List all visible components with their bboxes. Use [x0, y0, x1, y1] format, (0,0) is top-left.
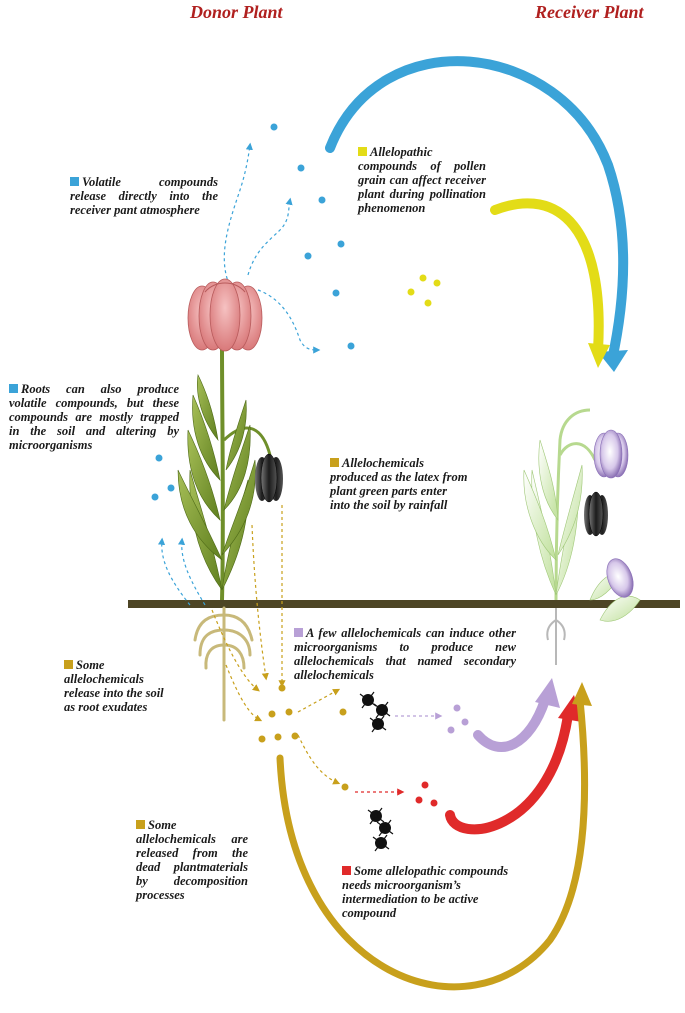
microorganisms [359, 691, 394, 852]
receiver-plant-header: Receiver Plant [535, 2, 644, 22]
note-bullet [358, 147, 367, 156]
pollen-transfer-arrow [490, 198, 604, 355]
volatile-transfer-arrow [325, 56, 629, 365]
note-bullet [136, 820, 145, 829]
volatile-dashed-arrows [223, 142, 321, 354]
note-bullet [70, 177, 79, 186]
receiver-plant [523, 408, 641, 665]
note-secondary-allelochemicals: A few allelochemicals can induce other m… [294, 626, 516, 682]
allelochemical-particles [258, 684, 349, 791]
receiver-roots [546, 608, 566, 665]
note-microbial-intermediation: Some allelopathic compounds needs microo… [342, 864, 509, 920]
note-bullet [294, 628, 303, 637]
latex-dashed-arrows [211, 505, 341, 785]
note-bullet [342, 866, 351, 875]
note-pollen: Allelopathic compounds of pollen grain c… [358, 145, 486, 215]
donor-plant [177, 278, 283, 722]
secondary-transfer-arrow [473, 695, 550, 752]
donor-plant-header: Donor Plant [190, 2, 283, 22]
receiver-flower [593, 429, 634, 598]
active-transfer-arrow [445, 710, 573, 835]
note-decomposition: Some allelochemicals are released from t… [136, 818, 248, 902]
donor-flower [187, 278, 263, 352]
note-latex: Allelochemicals produced as the latex fr… [330, 456, 468, 512]
note-bullet [9, 384, 18, 393]
decomposition-transfer-arrow [276, 696, 589, 991]
note-volatile-compounds: Volatile compounds release directly into… [70, 175, 218, 217]
receiver-seed-capsule [584, 491, 608, 537]
note-bullet [330, 458, 339, 467]
donor-seed-capsule [255, 453, 283, 503]
root-volatile-arrows [157, 537, 206, 606]
note-bullet [64, 660, 73, 669]
donor-roots [193, 606, 254, 722]
secondary-particles [447, 704, 469, 734]
note-root-exudates: Some allelochemicals release into the so… [64, 658, 164, 714]
soil-surface-line [128, 600, 680, 608]
volatile-particles [151, 123, 355, 501]
note-root-volatiles: Roots can also produce volatile compound… [9, 382, 179, 452]
active-compound-particles [415, 781, 438, 807]
pollen-particles [407, 274, 441, 307]
